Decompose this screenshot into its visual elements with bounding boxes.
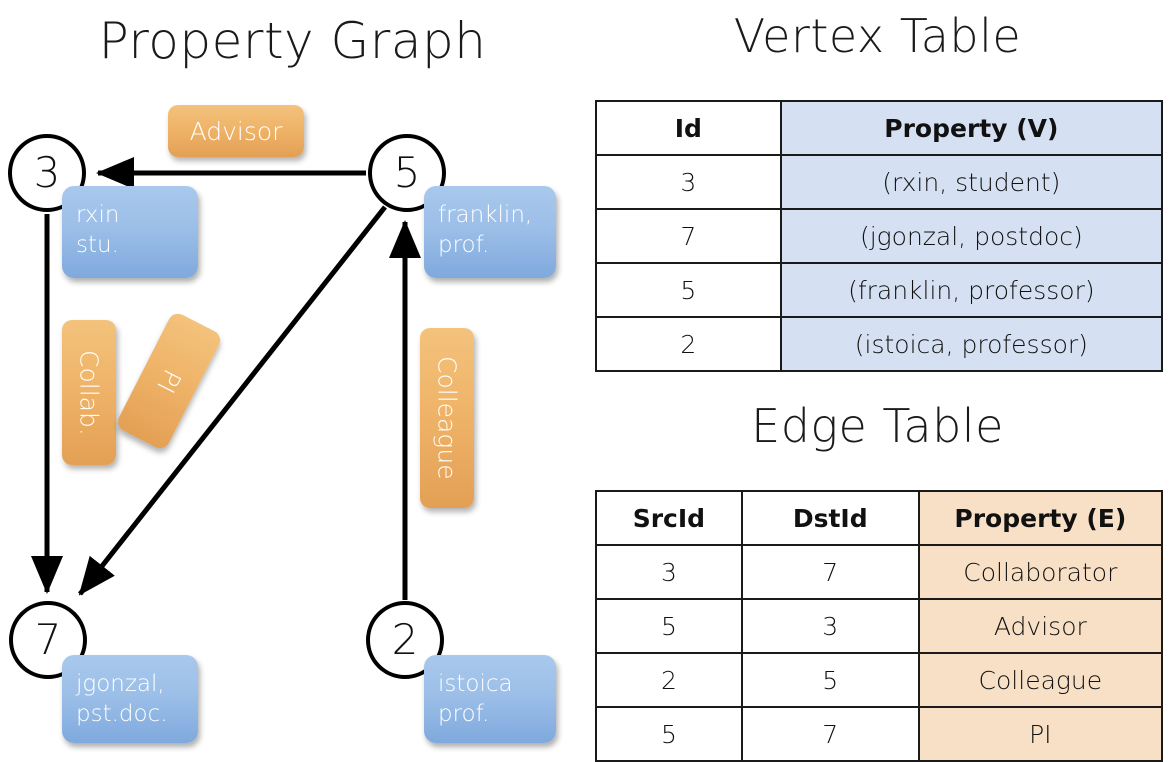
node-property-box-2-line1: istoica [438, 671, 513, 697]
vertex-row-0-property: (rxin, student) [779, 154, 1164, 210]
edge-table-header-dstid: DstId [740, 490, 920, 546]
node-property-box-5-line1: franklin, [438, 202, 533, 228]
edge-row-0-property: Collaborator [917, 544, 1164, 600]
edge-table-header-row: SrcId DstId Property (E) [595, 490, 1164, 546]
edge-label-pi-text: PI [150, 364, 188, 398]
edge-table-title: Edge Table [751, 399, 1004, 453]
property-graph-diagram: 3 5 7 2 rxin stu. franklin, prof. jgonza… [0, 0, 585, 760]
node-property-box-3-line1: rxin [76, 202, 120, 228]
vertex-row-2-property: (franklin, professor) [779, 262, 1164, 318]
edge-label-colleague-text: Colleague [432, 356, 462, 480]
table-row[interactable]: 7 (jgonzal, postdoc) [595, 208, 1164, 264]
edge-label-collab-text: Collab. [74, 349, 104, 436]
vertex-table-header-id: Id [595, 100, 782, 156]
edge-row-1-dst: 3 [740, 598, 920, 654]
edge-label-advisor-text: Advisor [189, 116, 283, 146]
edge-row-3-src: 5 [595, 706, 743, 762]
vertex-row-1-id: 7 [595, 208, 782, 264]
graph-node-7-label: 7 [34, 615, 62, 664]
graph-node-5-label: 5 [393, 148, 421, 197]
node-property-box-5-line2: prof. [438, 232, 490, 258]
node-property-box-2-line2: prof. [438, 701, 490, 727]
edge-row-0-src: 3 [595, 544, 743, 600]
table-row[interactable]: 5 7 PI [595, 706, 1164, 762]
edge-row-1-src: 5 [595, 598, 743, 654]
edge-label-colleague: Colleague [420, 328, 474, 508]
graph-node-2-label: 2 [391, 615, 419, 664]
edge-row-3-dst: 7 [740, 706, 920, 762]
edge-row-3-property: PI [917, 706, 1164, 762]
table-row[interactable]: 2 (istoica, professor) [595, 316, 1164, 372]
node-property-box-7: jgonzal, pst.doc. [62, 655, 198, 743]
edge-row-2-dst: 5 [740, 652, 920, 708]
table-row[interactable]: 3 7 Collaborator [595, 544, 1164, 600]
vertex-row-2-id: 5 [595, 262, 782, 318]
edge-row-1-property: Advisor [917, 598, 1164, 654]
vertex-table-header-property: Property (V) [779, 100, 1164, 156]
edge-table-header-property: Property (E) [917, 490, 1164, 546]
edge-table: SrcId DstId Property (E) 3 7 Collaborato… [595, 490, 1164, 762]
vertex-table-header-row: Id Property (V) [595, 100, 1164, 156]
graph-node-3-label: 3 [33, 148, 61, 197]
vertex-table-title: Vertex Table [733, 9, 1022, 63]
node-property-box-5: franklin, prof. [424, 186, 556, 278]
edge-row-2-property: Colleague [917, 652, 1164, 708]
graph-edge-lines [31, 157, 421, 600]
vertex-row-3-property: (istoica, professor) [779, 316, 1164, 372]
table-row[interactable]: 3 (rxin, student) [595, 154, 1164, 210]
node-property-box-3-line2: stu. [76, 232, 119, 258]
vertex-row-3-id: 2 [595, 316, 782, 372]
edge-row-0-dst: 7 [740, 544, 920, 600]
edge-label-collab: Collab. [62, 320, 116, 465]
graph-node-5[interactable]: 5 [368, 134, 446, 212]
edge-label-advisor: Advisor [168, 105, 304, 157]
edge-table-header-srcid: SrcId [595, 490, 743, 546]
node-property-box-7-line1: jgonzal, [76, 671, 165, 697]
graph-node-2[interactable]: 2 [366, 601, 444, 679]
node-property-box-2: istoica prof. [424, 655, 556, 743]
node-property-box-7-line2: pst.doc. [76, 701, 168, 727]
table-row[interactable]: 5 3 Advisor [595, 598, 1164, 654]
edge-line-5-to-7 [78, 205, 387, 596]
vertex-row-0-id: 3 [595, 154, 782, 210]
table-row[interactable]: 5 (franklin, professor) [595, 262, 1164, 318]
edge-row-2-src: 2 [595, 652, 743, 708]
property-graph-title: Property Graph [98, 12, 487, 70]
vertex-row-1-property: (jgonzal, postdoc) [779, 208, 1164, 264]
table-row[interactable]: 2 5 Colleague [595, 652, 1164, 708]
vertex-table: Id Property (V) 3 (rxin, student) 7 (jgo… [595, 100, 1164, 372]
node-property-box-3: rxin stu. [62, 186, 198, 278]
